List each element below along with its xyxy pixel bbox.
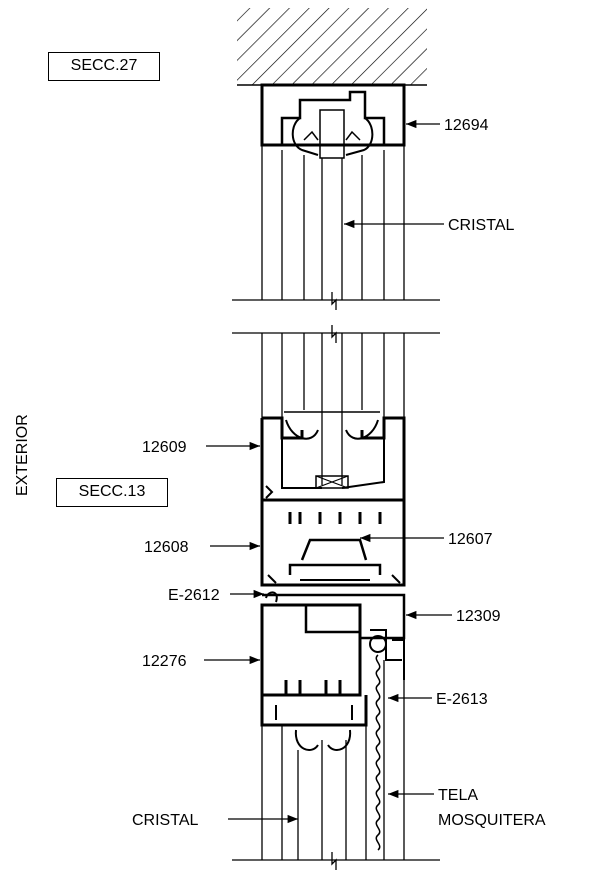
middle-verticals [261, 333, 405, 485]
callout-12276: 12276 [142, 653, 187, 670]
section-label-secc27: SECC.27 [48, 52, 160, 81]
callout-12607: 12607 [448, 531, 493, 548]
exterior-side-label: EXTERIOR [14, 414, 31, 496]
break-lines [232, 292, 440, 343]
sash-profile [260, 411, 406, 502]
top-frame-profile [260, 83, 406, 159]
callout-e2613: E-2613 [436, 691, 488, 708]
lower-frame-profile [260, 591, 406, 751]
callout-cristal-bottom: CRISTAL [132, 812, 198, 829]
callout-12694: 12694 [444, 117, 489, 134]
lower-sash-profile [260, 498, 406, 587]
upper-verticals [261, 145, 405, 300]
callout-12608: 12608 [144, 539, 189, 556]
section-label-secc13: SECC.13 [56, 478, 168, 507]
callout-mosquitera: MOSQUITERA [438, 812, 546, 829]
callout-tela: TELA [438, 787, 478, 804]
bottom-break-mark [331, 852, 337, 870]
mosquito-mesh [375, 654, 381, 851]
callout-e2612: E-2612 [168, 587, 220, 604]
callout-cristal-top: CRISTAL [448, 217, 514, 234]
callout-12609: 12609 [142, 439, 187, 456]
callout-12309: 12309 [456, 608, 501, 625]
wall-hatch [237, 8, 427, 86]
leader-lines [204, 119, 452, 824]
